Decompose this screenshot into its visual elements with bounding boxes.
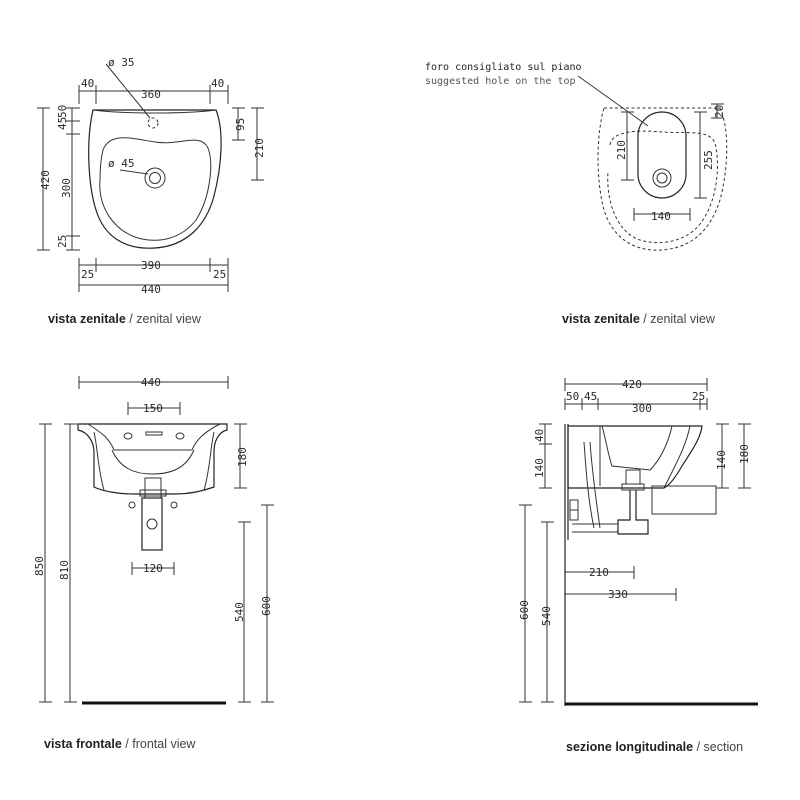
dim-front-v540: 540 <box>233 602 246 622</box>
dim-section-45: 45 <box>584 390 597 403</box>
hole-drain-outer <box>652 168 672 188</box>
caption-it: vista zenitale <box>562 312 640 326</box>
zenital-hole-view-dimensions: foro consigliato sul piano suggested hol… <box>425 62 726 223</box>
dim-v25: 25 <box>56 235 69 248</box>
caption-it: vista frontale <box>44 737 122 751</box>
dim-v210: 210 <box>253 138 266 158</box>
frontal-view-dimensions: 440 150 180 850 810 120 540 600 <box>33 376 274 705</box>
dim-v50: 50 <box>56 105 69 118</box>
section-drain <box>625 469 641 485</box>
dim-bottom-440: 440 <box>141 283 161 296</box>
caption-sep: / <box>693 740 703 754</box>
frontal-view-basin <box>77 423 228 551</box>
svg-text:vista frontale / frontal view: vista frontale / frontal view <box>44 737 196 751</box>
drain-outer <box>144 167 166 189</box>
dim-center-360: 360 <box>141 88 161 101</box>
logo-mark <box>145 431 163 436</box>
section-view-basin <box>564 424 717 706</box>
dim-drain-45: ø 45 <box>108 157 135 170</box>
siphon-body <box>141 497 163 551</box>
dim-front-v810: 810 <box>58 560 71 580</box>
drain-body <box>144 477 162 499</box>
dim-hole-v210: 210 <box>615 140 628 160</box>
dim-section-v140-right: 140 <box>715 450 728 470</box>
section-drain-nut <box>621 483 645 491</box>
section-view-caption: sezione longitudinale / section <box>566 740 743 754</box>
dim-hole-v255: 255 <box>702 150 715 170</box>
dim-front-440: 440 <box>141 376 161 389</box>
dim-section-v140-left: 140 <box>533 458 546 478</box>
wall-bolt-right <box>170 501 178 509</box>
svg-text:sezione longitudinale / sectio: sezione longitudinale / section <box>566 740 743 754</box>
note-it: foro consigliato sul piano <box>425 62 582 73</box>
dim-section-300: 300 <box>632 402 652 415</box>
caption-it: sezione longitudinale <box>566 740 693 754</box>
section-support-block <box>651 485 717 515</box>
dim-right-40: 40 <box>211 77 224 90</box>
caption-it: vista zenitale <box>48 312 126 326</box>
dim-section-50: 50 <box>566 390 579 403</box>
dim-v45: 45 <box>56 117 69 130</box>
caption-en: zenital view <box>136 312 202 326</box>
dim-tap-hole: ø 35 <box>108 56 135 69</box>
caption-sep: / <box>640 312 650 326</box>
dim-v300: 300 <box>60 178 73 198</box>
caption-en: zenital view <box>650 312 716 326</box>
wall-bolt-left <box>128 501 136 509</box>
dim-bottom-25-right: 25 <box>213 268 226 281</box>
zenital-hole-view-basin <box>577 75 728 251</box>
dim-section-25: 25 <box>692 390 705 403</box>
fixing-hole-left <box>123 432 133 440</box>
caption-sep: / <box>122 737 132 751</box>
dim-left-40: 40 <box>81 77 94 90</box>
zenital-view-caption: vista zenitale / zenital view <box>48 312 202 326</box>
frontal-view-caption: vista frontale / frontal view <box>44 737 196 751</box>
drain-inner <box>149 172 161 184</box>
svg-text:vista zenitale / zenital view: vista zenitale / zenital view <box>562 312 716 326</box>
svg-text:vista zenitale / zenital view: vista zenitale / zenital view <box>48 312 202 326</box>
dim-section-330: 330 <box>608 588 628 601</box>
dim-front-v850: 850 <box>33 556 46 576</box>
caption-en: section <box>704 740 744 754</box>
dim-front-v600: 600 <box>260 596 273 616</box>
dim-bottom-25-left: 25 <box>81 268 94 281</box>
dim-section-v180: 180 <box>738 444 751 464</box>
hole-drain-inner <box>656 172 668 184</box>
dim-section-v600: 600 <box>518 600 531 620</box>
dim-section-420: 420 <box>622 378 642 391</box>
dim-front-120: 120 <box>143 562 163 575</box>
fixing-hole-right <box>175 432 185 440</box>
suggested-hole-oval <box>637 111 687 199</box>
dim-v20: 20 <box>713 105 726 118</box>
dim-hole-h140: 140 <box>651 210 671 223</box>
dim-bottom-390: 390 <box>141 259 161 272</box>
caption-sep: / <box>126 312 136 326</box>
siphon-cap <box>146 518 158 530</box>
caption-en: frontal view <box>132 737 196 751</box>
dim-section-v540: 540 <box>540 606 553 626</box>
section-view-dimensions: 420 50 45 300 25 40 140 140 180 210 330 <box>518 378 758 706</box>
dim-v95: 95 <box>234 118 247 131</box>
zenital-hole-view-caption: vista zenitale / zenital view <box>562 312 716 326</box>
dim-section-210: 210 <box>589 566 609 579</box>
dim-front-v180: 180 <box>236 447 249 467</box>
tap-hole-mark <box>147 117 159 129</box>
drain-nut <box>139 489 167 497</box>
note-en: suggested hole on the top <box>425 76 576 87</box>
dim-front-150: 150 <box>143 402 163 415</box>
zenital-view-dimensions: ø 35 40 360 40 ø 45 420 45 50 300 25 95 <box>37 56 266 296</box>
dim-v420: 420 <box>39 170 52 190</box>
dim-section-v40: 40 <box>533 429 546 442</box>
zenital-view-basin <box>88 63 222 249</box>
